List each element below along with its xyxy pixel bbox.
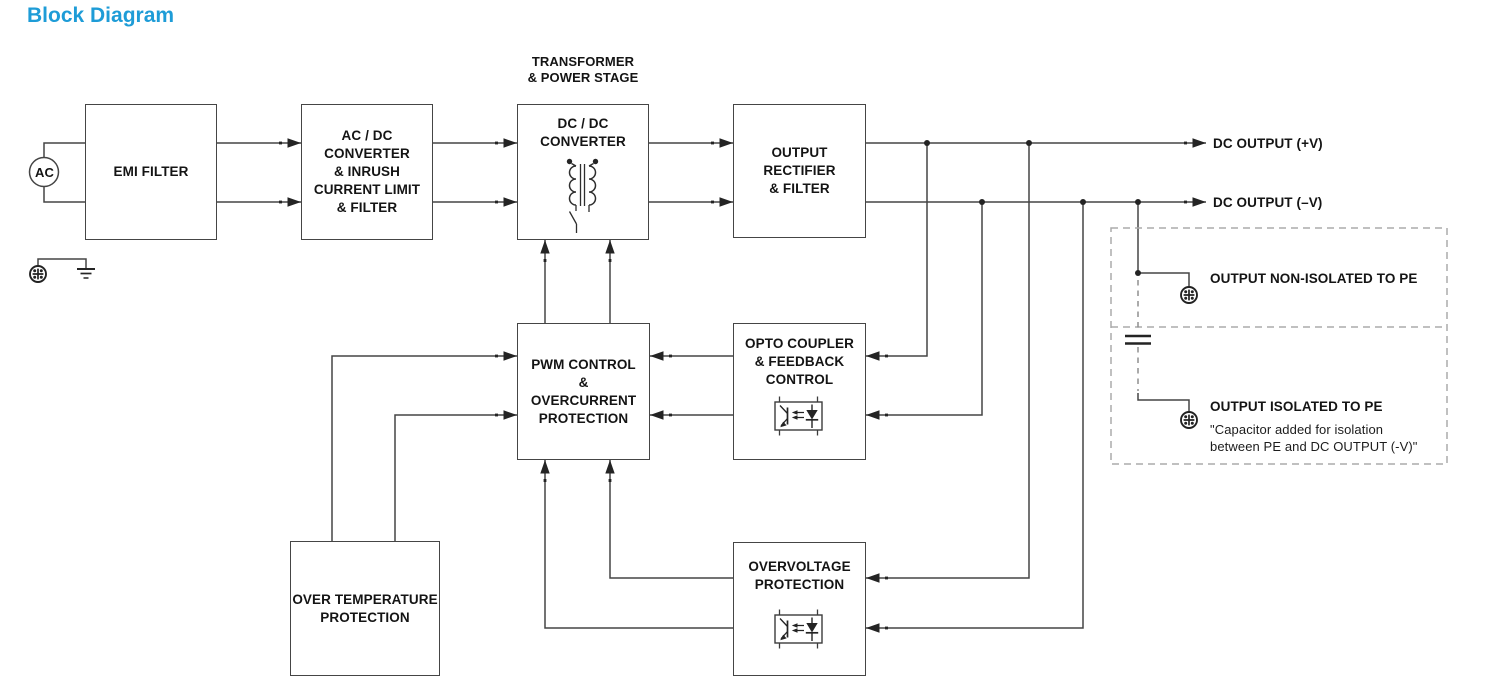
page-title: Block Diagram [27,4,175,27]
block-over-temperature: OVER TEMPERATURE PROTECTION [290,541,440,676]
dc-output-negative-label: DC OUTPUT (–V) [1213,195,1323,210]
block-acdc-converter: AC / DC CONVERTER & INRUSH CURRENT LIMIT… [301,104,433,240]
pe-ground-icon [29,265,47,283]
pe-ground-icon [1180,286,1198,304]
output-isolated-label: OUTPUT ISOLATED TO PE [1210,399,1383,414]
capacitor-icon [1125,334,1151,345]
junction-dots [924,140,1141,276]
output-non-isolated-label: OUTPUT NON-ISOLATED TO PE [1210,271,1418,286]
capacitor-note: "Capacitor added for isolation between P… [1210,422,1418,454]
stage-caption: TRANSFORMER & POWER STAGE [527,54,639,85]
earth-ground-icon [77,268,95,279]
block-emi-filter: EMI FILTER [85,104,217,240]
capacitor-branch [1125,280,1151,391]
pe-ground-icon [1180,411,1198,429]
block-dcdc-converter: DC / DC CONVERTER [517,104,649,240]
dc-output-positive-label: DC OUTPUT (+V) [1213,136,1323,151]
block-overvoltage: OVERVOLTAGE PROTECTION [733,542,866,676]
block-pwm-control: PWM CONTROL & OVERCURRENT PROTECTION [517,323,650,460]
ac-source-label: AC [35,165,54,180]
block-output-rectifier: OUTPUT RECTIFIER & FILTER [733,104,866,238]
block-opto-coupler: OPTO COUPLER & FEEDBACK CONTROL [733,323,866,460]
